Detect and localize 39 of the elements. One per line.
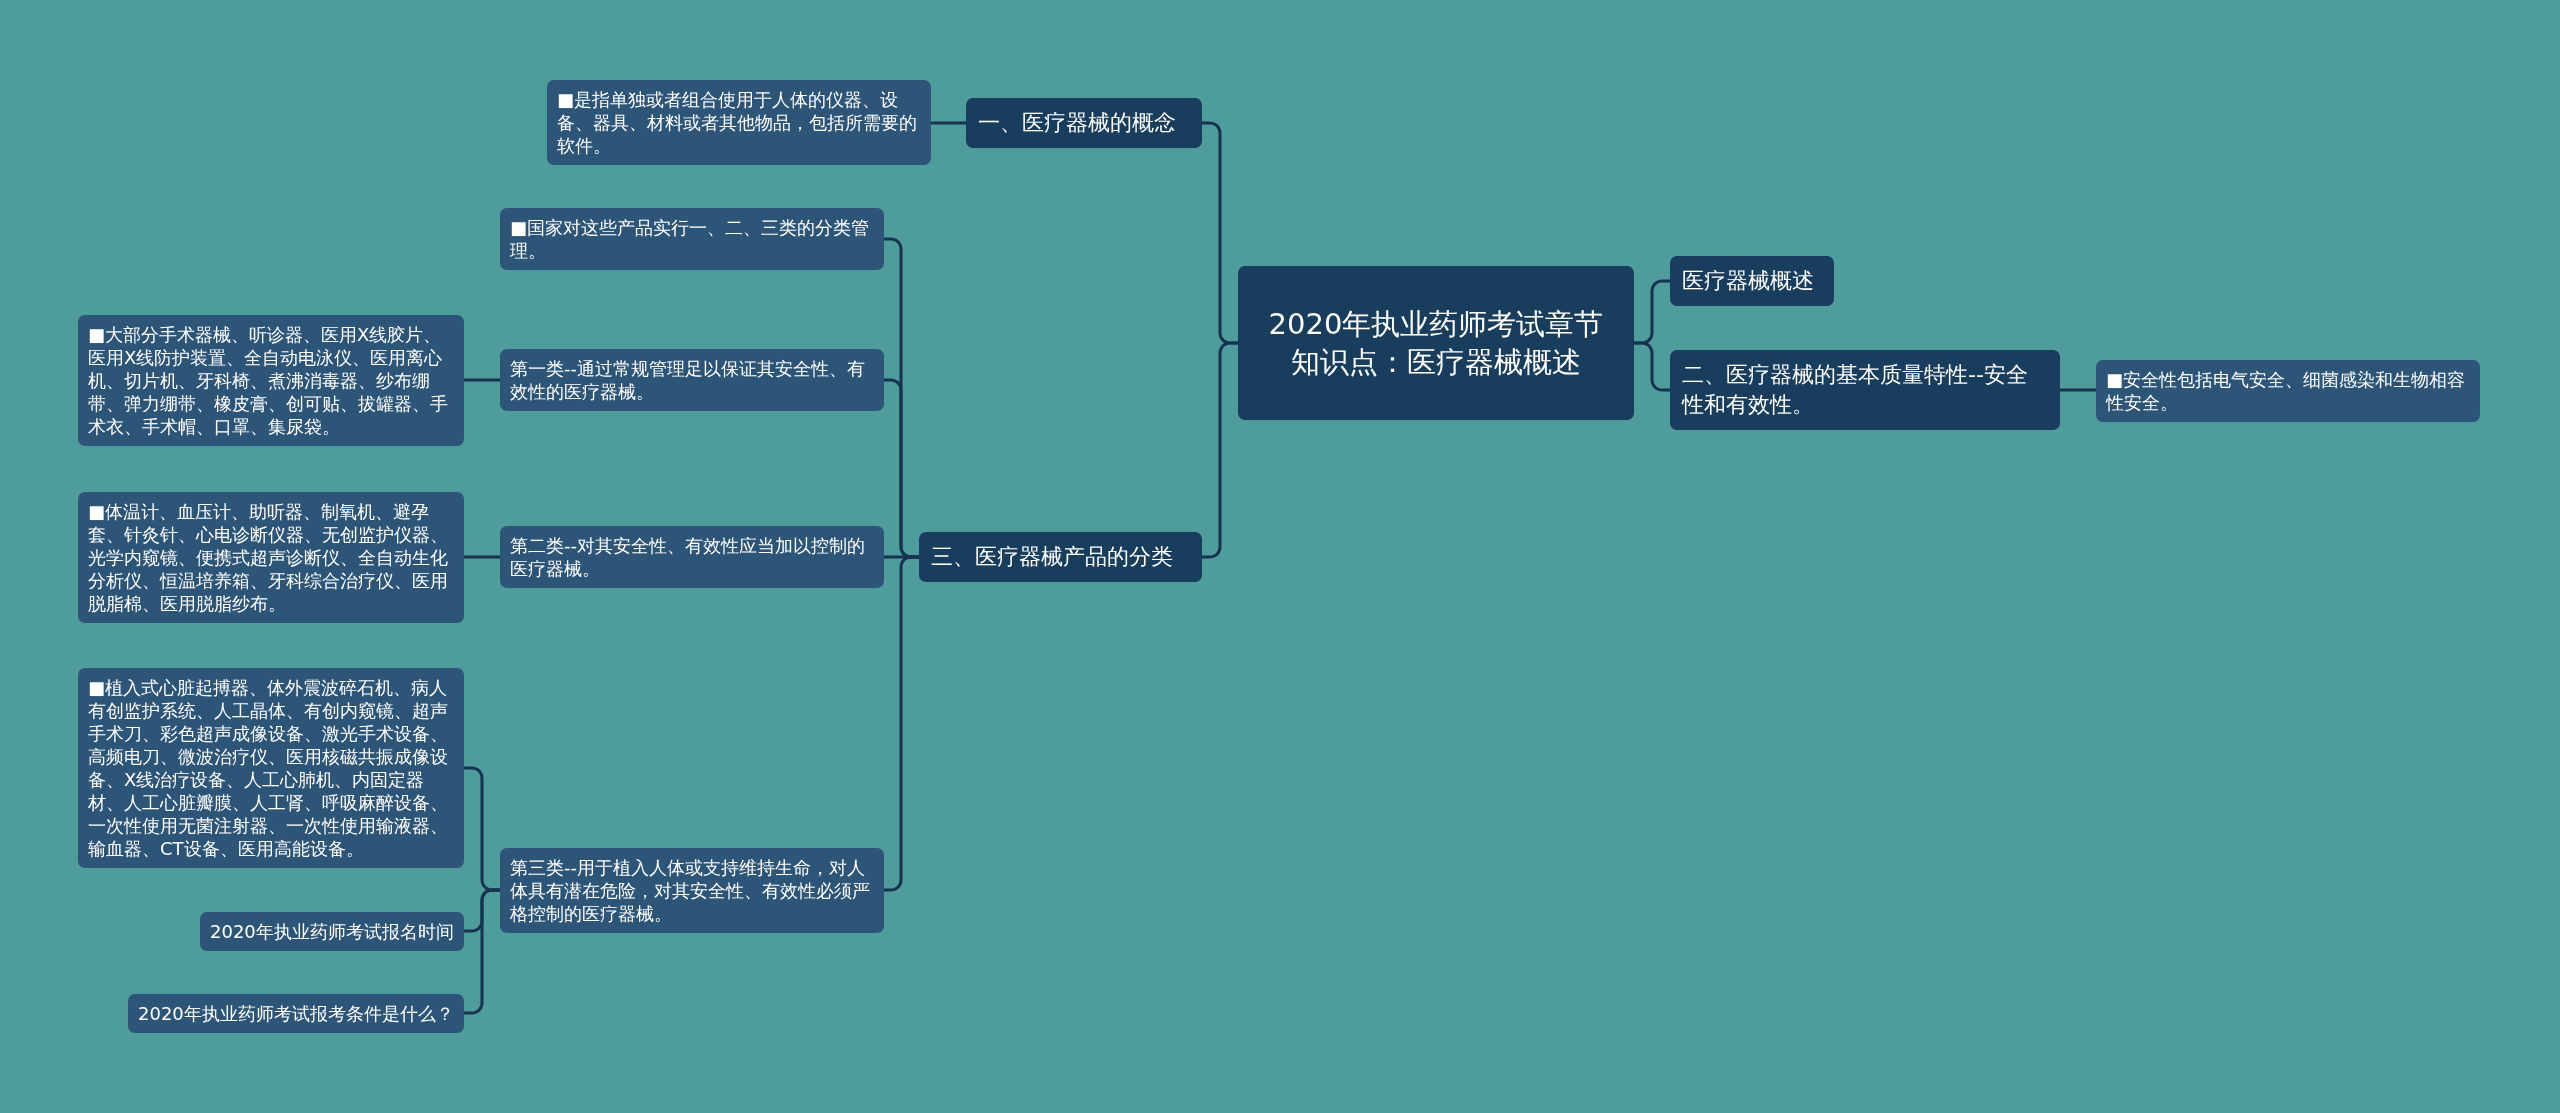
node-text: 第一类--通过常规管理足以保证其安全性、有效性的医疗器械。 xyxy=(510,357,866,403)
node-text: 2020年执业药师考试报考条件是什么？ xyxy=(138,1001,454,1025)
subtopic-card xyxy=(500,208,884,270)
node-text: ■是指单独或者组合使用于人体的仪器、设备、器具、材料或者其他物品，包括所需要的软件。 xyxy=(557,87,918,157)
node-text: ■安全性包括电气安全、细菌感染和生物相容性安全。 xyxy=(2106,368,2466,414)
subtopic-card xyxy=(500,526,884,588)
node-text: ■国家对这些产品实行一、二、三类的分类管理。 xyxy=(510,216,870,262)
subtopic-card xyxy=(78,314,464,446)
connector-line xyxy=(464,378,500,382)
subtopic-card xyxy=(500,349,884,411)
connector-line xyxy=(2060,388,2096,392)
connector-line xyxy=(884,555,919,892)
connector-line xyxy=(1202,341,1238,559)
node-text: 医疗器械概述 xyxy=(1682,267,1815,295)
connector-line xyxy=(463,888,500,1015)
connector-line xyxy=(931,121,966,125)
subtopic-card xyxy=(500,847,884,933)
central-topic xyxy=(1238,266,1634,420)
subtopic-card xyxy=(78,491,464,623)
node-text: 第二类--对其安全性、有效性应当加以控制的医疗器械。 xyxy=(510,534,866,580)
node-text: 2020年执业药师考试章节知识点：医疗器械概述 xyxy=(1267,306,1605,381)
connector-line xyxy=(1634,341,1670,392)
node-text: 一、医疗器械的概念 xyxy=(978,109,1177,137)
branch-topic xyxy=(919,532,1202,582)
subtopic-card xyxy=(547,79,931,165)
node-text: 2020年执业药师考试报名时间 xyxy=(210,919,454,943)
node-text: 第三类--用于植入人体或支持维持生命，对人体具有潜在危险，对其安全性、有效性必须严格控制的医疗器械。 xyxy=(510,855,871,925)
node-text: ■植入式心脏起搏器、体外震波碎石机、病人有创监护系统、人工晶体、有创内窥镜、超声手术刀、彩色超声成像设备、激光手术设备、高频电刀、微波治疗仪、医用核磁共振成像设备、X线治疗设备、人工心肺机、内固定器材、人工心脏瓣膜、人工肾、呼吸麻醉设备、一次性使用无菌注射器、一次性使用输液器、输血器、CT设备、医用高能设备。 xyxy=(88,676,449,860)
node-text: ■大部分手术器械、听诊器、医用X线胶片、医用X线防护装置、全自动电泳仪、医用离心机、切片机、牙科椅、煮沸消毒器、纱布绷带、弹力绷带、橡皮膏、创可贴、拔罐器、手术衣、手术帽、口罩、集尿袋。 xyxy=(88,322,449,438)
branch-topic xyxy=(1670,350,2060,430)
subtopic-card xyxy=(128,993,464,1033)
node-text: 二、医疗器械的基本质量特性--安全性和有效性。 xyxy=(1682,361,2029,419)
branch-topic xyxy=(1670,256,1834,306)
connector-line xyxy=(464,555,500,559)
node-text: ■体温计、血压计、助听器、制氧机、避孕套、针灸针、心电诊断仪器、无创监护仪器、光学内窥镜、便携式超声诊断仪、全自动生化分析仪、恒温培养箱、牙科综合治疗仪、医用脱脂棉、医用脱脂纱布。 xyxy=(88,499,449,615)
branch-topic xyxy=(966,98,1202,148)
subtopic-card xyxy=(2096,360,2480,422)
subtopic-card xyxy=(200,911,464,951)
node-text: 三、医疗器械产品的分类 xyxy=(931,543,1174,571)
